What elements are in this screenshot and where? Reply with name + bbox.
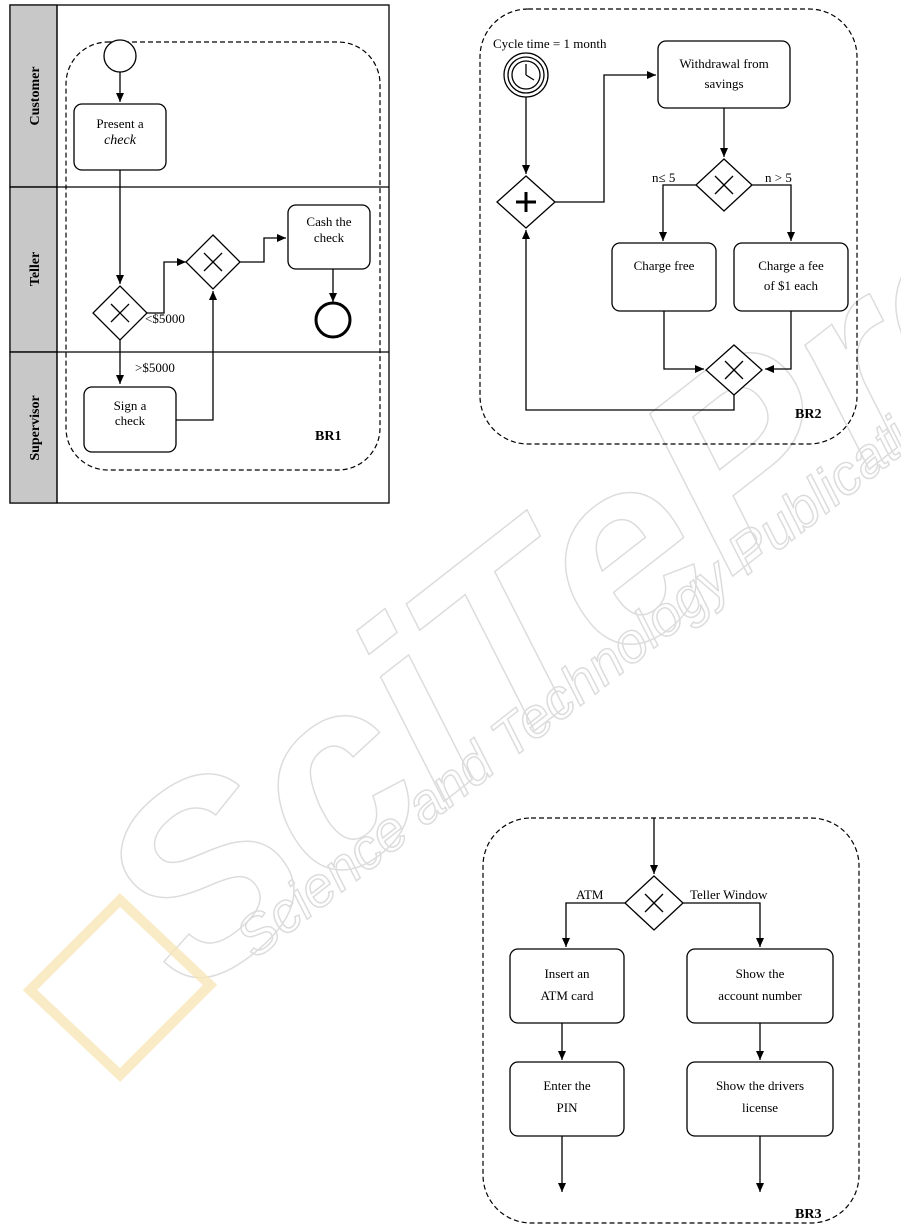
br2-label: BR2 [795,407,821,422]
task-insert-line2: ATM card [540,988,594,1003]
watermark-logo [22,893,218,1082]
cond-greater-5000: >$5000 [135,360,175,375]
br3-group [482,817,860,1224]
task-insert-line1: Insert an [544,966,590,981]
cond-teller-window: Teller Window [690,887,768,902]
lane-supervisor-head [9,351,58,504]
task-show-acct-line2: account number [718,988,802,1003]
br1-xor-gateway-merge [185,234,241,290]
task-charge-free-text: Charge free [634,258,695,273]
cond-less-5000: <$5000 [145,311,185,326]
br2-xor-gateway-split [695,158,753,212]
lane-teller-label: Teller [28,252,43,286]
br1-end-event [314,301,352,339]
task-license-line2: license [742,1100,778,1115]
task-pin-line2: PIN [557,1100,579,1115]
br3-xor-gateway-split [624,875,684,931]
lane-customer-label: Customer [28,66,43,125]
br1-start-event [103,39,137,73]
cond-n-le-5: n≤ 5 [652,170,675,185]
task-show-acct-line1: Show the [736,966,785,981]
timer-cycle-label: Cycle time = 1 month [493,36,607,51]
cond-n-gt-5: n > 5 [765,170,792,185]
task-withdrawal-line1: Withdrawal from [679,56,768,71]
br2-parallel-gateway [496,175,556,229]
task-pin-line1: Enter the [543,1078,591,1093]
task-insert-atm-card [509,948,625,1024]
task-charge-fee-line1: Charge a fee [758,258,824,273]
task-show-drivers-license [686,1061,834,1137]
task-cash-check [287,204,371,270]
timer-clock-icon [503,52,549,98]
task-enter-pin [509,1061,625,1137]
task-show-account-number [686,948,834,1024]
task-withdrawal-line2: savings [705,76,744,91]
task-license-line1: Show the drivers [716,1078,804,1093]
br1-diagram: Customer Teller Supervisor Present a che… [9,4,390,504]
cond-atm: ATM [576,887,604,902]
task-charge-free [611,242,717,312]
br1-group [65,41,381,471]
task-withdrawal-savings [657,40,791,109]
task-sign-check-line1: Sign a [114,398,147,413]
task-charge-fee [733,242,849,312]
br2-diagram: Cycle time = 1 month Withdrawal from sav… [479,8,858,445]
task-present-check-line1: Present a [96,116,144,131]
task-present-check-line2: check [104,133,137,148]
br1-label: BR1 [315,429,341,444]
br2-group [479,8,858,445]
task-charge-fee-line2: of $1 each [764,278,819,293]
br3-diagram: ATM Teller Window Insert an ATM card Sho… [482,817,860,1224]
task-cash-check-line1: Cash the [306,214,351,229]
br3-label: BR3 [795,1207,821,1222]
br1-xor-gateway-split [92,285,148,341]
task-sign-check-line2: check [115,413,146,428]
lane-supervisor-label: Supervisor [28,395,43,460]
task-cash-check-line2: check [314,230,345,245]
